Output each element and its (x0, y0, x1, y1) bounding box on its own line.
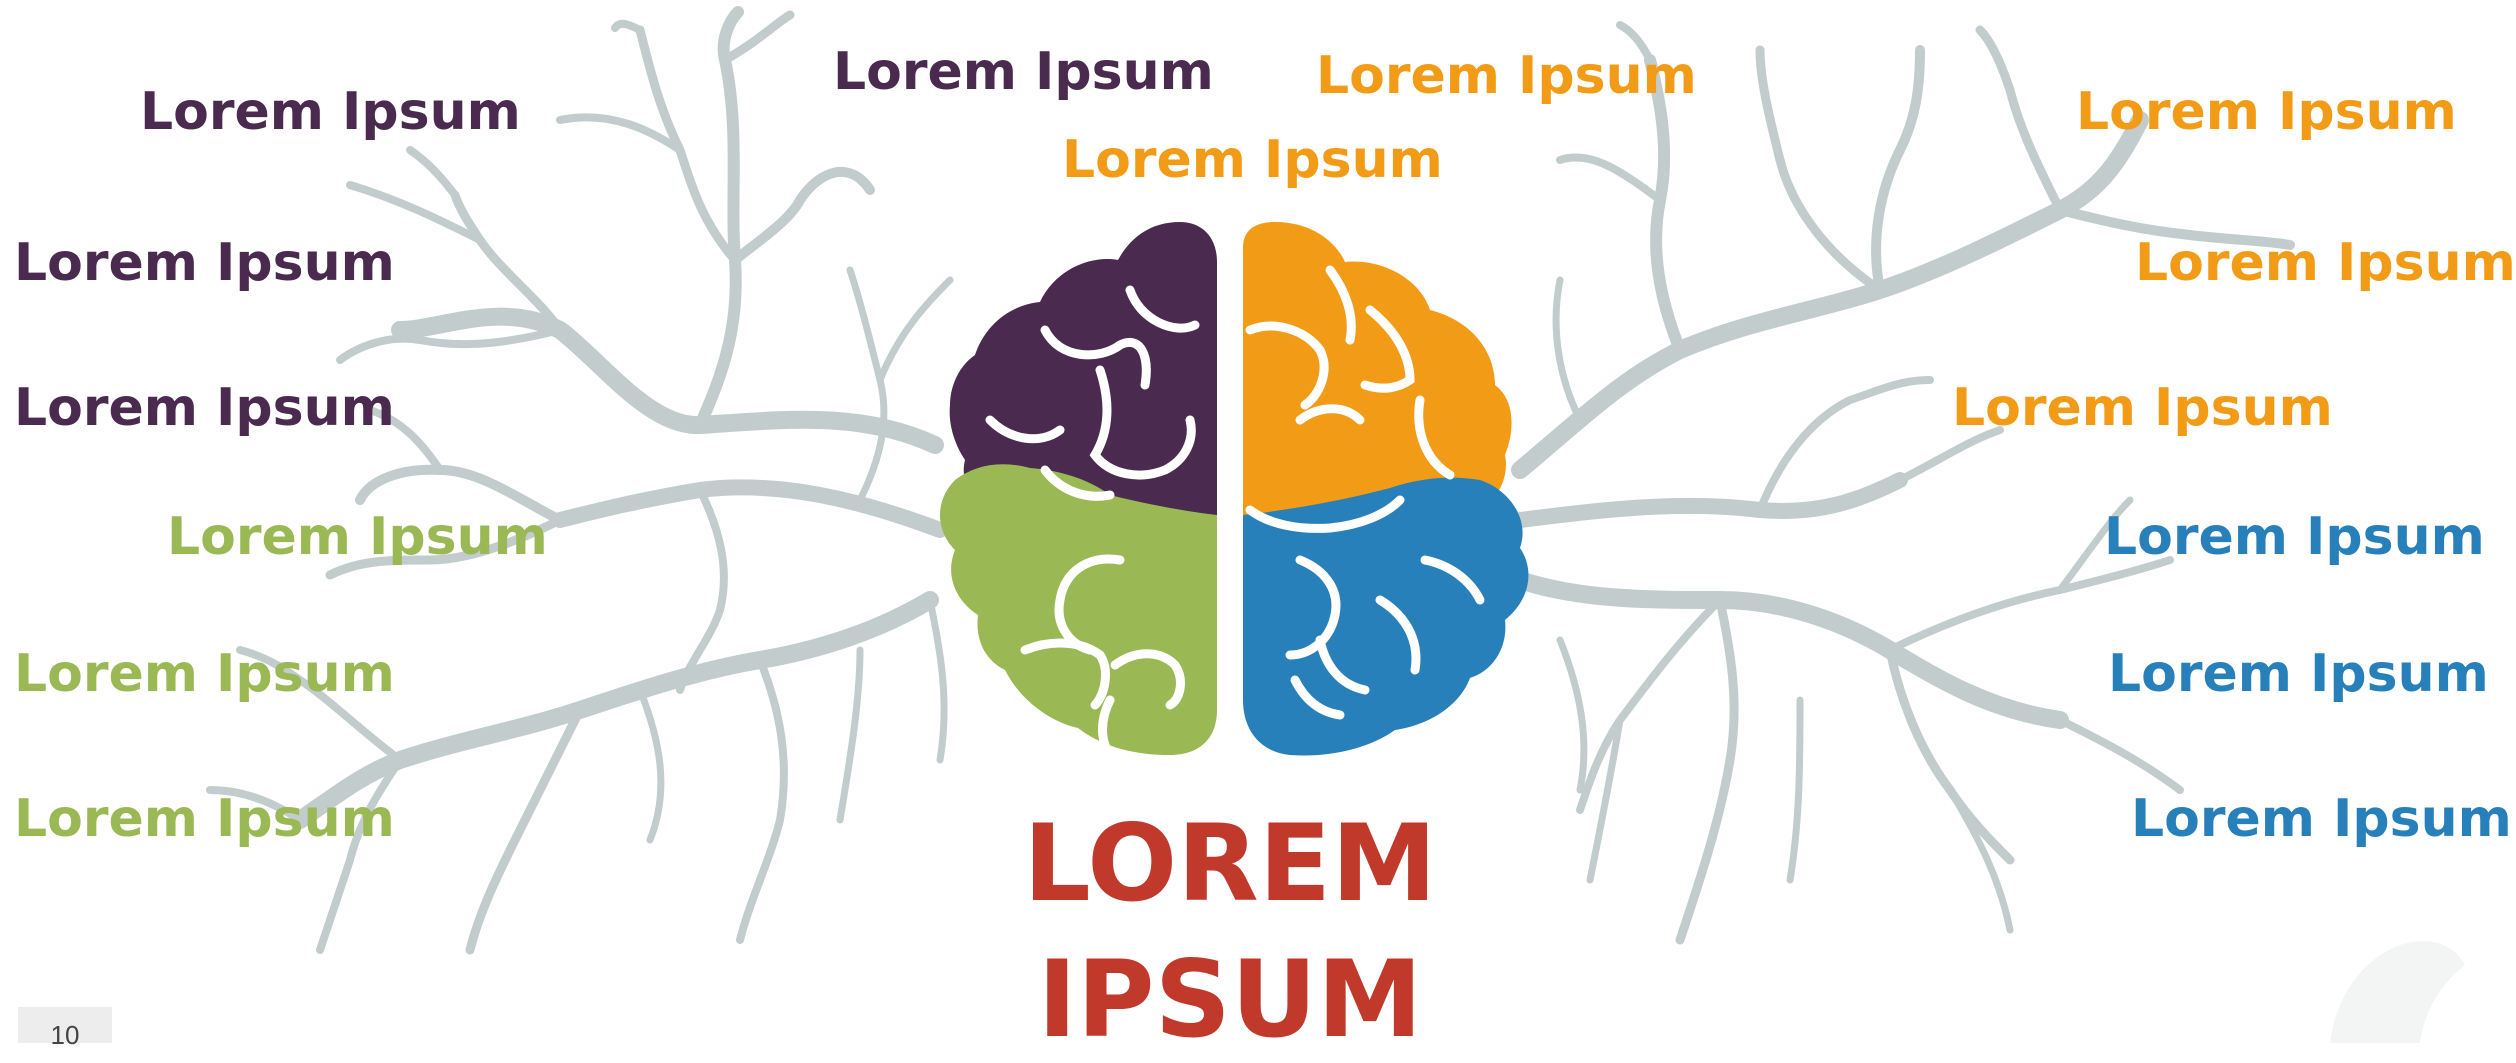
label-top-center: Lorem Ipsum (1062, 130, 1443, 190)
dendrite-branches (206, 6, 2295, 955)
label-left-4: Lorem Ipsum (167, 507, 548, 567)
brain-quadrant-purple (949, 222, 1217, 520)
label-left-1: Lorem Ipsum (140, 82, 521, 142)
label-top-orange: Lorem Ipsum (1316, 46, 1697, 106)
label-right-3: Lorem Ipsum (1952, 378, 2333, 438)
label-left-5: Lorem Ipsum (14, 644, 395, 704)
label-right-2: Lorem Ipsum (2135, 233, 2516, 293)
label-left-2: Lorem Ipsum (14, 233, 395, 293)
label-left-3: Lorem Ipsum (14, 378, 395, 438)
label-right-1: Lorem Ipsum (2076, 82, 2457, 142)
label-top-purple: Lorem Ipsum (833, 42, 1214, 102)
brain-quadrant-orange (1243, 222, 1512, 522)
brain-quadrant-green (940, 464, 1217, 755)
label-left-6: Lorem Ipsum (14, 789, 395, 849)
tree-and-brain-graphic (206, 6, 2465, 1043)
watermark-mark (2330, 941, 2465, 1043)
main-title-line-1: LOREM (1023, 802, 1437, 925)
main-title-line-2: IPSUM (1037, 938, 1423, 1061)
label-right-6: Lorem Ipsum (2131, 789, 2512, 849)
label-right-4: Lorem Ipsum (2104, 507, 2485, 567)
brain-quadrant-blue (1243, 477, 1529, 756)
label-right-5: Lorem Ipsum (2108, 644, 2489, 704)
brain-diagram: Lorem Ipsum Lorem Ipsum Lorem Ipsum Lore… (14, 6, 2516, 1060)
page-number: 10 (18, 1007, 112, 1050)
brain-icon (940, 222, 1529, 760)
